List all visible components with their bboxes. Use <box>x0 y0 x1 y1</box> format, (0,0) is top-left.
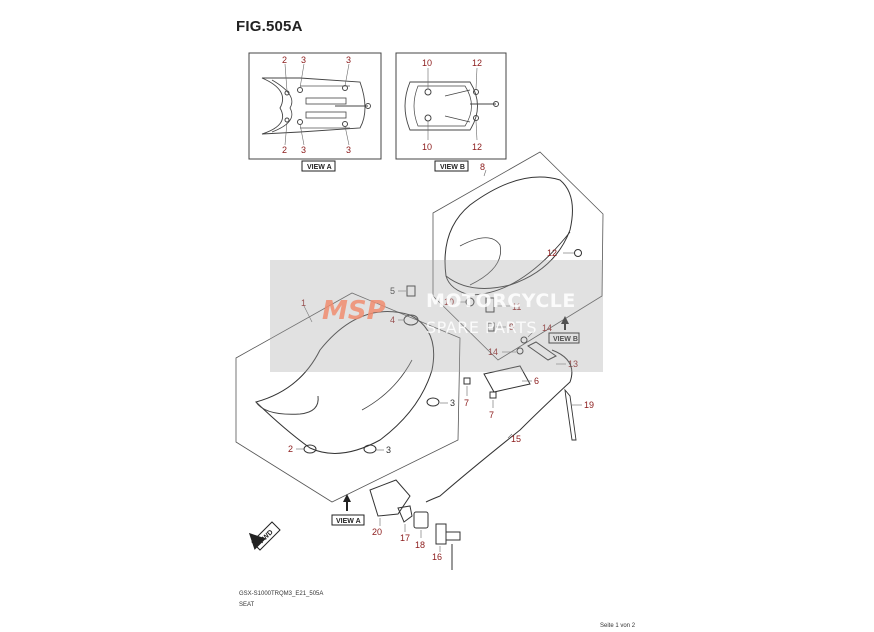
callout-inset-a-2-top: 2 <box>282 55 287 65</box>
callout-inset-a-3-top-right: 3 <box>346 55 351 65</box>
view-b-tag-inset: VIEW B <box>434 160 469 172</box>
rider-seat: 1 3 2 3 <box>235 292 461 503</box>
callout-2-lower: 2 <box>288 444 293 454</box>
watermark-overlay <box>270 260 603 372</box>
callout-3-lower: 3 <box>386 445 391 455</box>
callout-inset-a-3-bottom-left: 3 <box>301 145 306 155</box>
watermark-line1: MOTORCYCLE <box>426 290 576 312</box>
callout-5-bolt: 5 <box>390 286 395 296</box>
callout-6-bracket: 6 <box>534 376 539 386</box>
callout-12-nut: 12 <box>547 248 557 258</box>
figure-title: FIG.505A <box>236 18 303 35</box>
watermark-line2: SPARE PARTS <box>426 318 537 337</box>
callout-7-screw-left: 7 <box>464 398 469 408</box>
callout-inset-b-12-top: 12 <box>472 58 482 68</box>
callout-inset-b-12-bottom: 12 <box>472 142 482 152</box>
callout-13-latch-bracket: 13 <box>568 359 578 369</box>
view-a-tag-inset: VIEW A <box>301 160 336 172</box>
callout-3-upper: 3 <box>450 398 455 408</box>
hardware-parts: 5 4 10 11 9 <box>390 285 521 332</box>
view-a-label-inset: VIEW A <box>307 164 332 171</box>
callout-19-cable-tie: 19 <box>584 400 594 410</box>
callout-11-latch: 11 <box>512 302 521 312</box>
view-b-label-main: VIEW B <box>553 336 578 343</box>
seat-lock-cable: 15 19 <box>425 349 594 503</box>
view-a-label-main: VIEW A <box>336 518 361 525</box>
page-indicator: Seite 1 von 2 <box>600 623 636 629</box>
lock-assembly: 14 14 13 6 7 7 <box>463 323 578 420</box>
callout-15-cable: 15 <box>511 434 521 444</box>
callout-4-cushion: 4 <box>390 315 395 325</box>
fwd-arrow: FWD <box>248 521 281 551</box>
model-code: GSX-S1000TRQM3_E21_505A <box>239 591 324 597</box>
passenger-seat: 8 12 <box>432 151 604 361</box>
callout-14-upper: 14 <box>542 323 552 333</box>
view-a-tag-main: VIEW A <box>331 494 365 526</box>
callout-16-key-lock: 16 <box>432 552 442 562</box>
inset-view-a: 2 3 3 2 3 3 <box>248 52 382 160</box>
callout-inset-a-3-bottom-right: 3 <box>346 145 351 155</box>
section-name: SEAT <box>239 602 255 608</box>
callout-14-lower: 14 <box>488 347 498 357</box>
callout-8-passenger-seat: 8 <box>480 162 485 172</box>
view-b-label-inset: VIEW B <box>440 164 465 171</box>
callout-inset-b-10-bottom: 10 <box>422 142 432 152</box>
callout-10-grommet: 10 <box>444 297 454 307</box>
callout-inset-a-2-bottom: 2 <box>282 145 287 155</box>
watermark-logo: MSP <box>322 296 386 326</box>
callout-inset-b-10-top: 10 <box>422 58 432 68</box>
callout-20-lock-cover: 20 <box>372 527 382 537</box>
callout-9-pin: 9 <box>509 322 514 332</box>
view-b-tag-main: VIEW B <box>548 316 580 344</box>
callout-1-rider-seat: 1 <box>301 298 306 308</box>
callout-18-plate: 18 <box>415 540 425 550</box>
callout-7-screw-right: 7 <box>489 410 494 420</box>
inset-view-b: 10 12 10 12 <box>395 52 507 160</box>
lower-parts: 20 17 18 16 <box>369 479 461 570</box>
callout-17-clip: 17 <box>400 533 410 543</box>
footer-info: GSX-S1000TRQM3_E21_505A SEAT <box>239 589 323 611</box>
callout-inset-a-3-top-left: 3 <box>301 55 306 65</box>
